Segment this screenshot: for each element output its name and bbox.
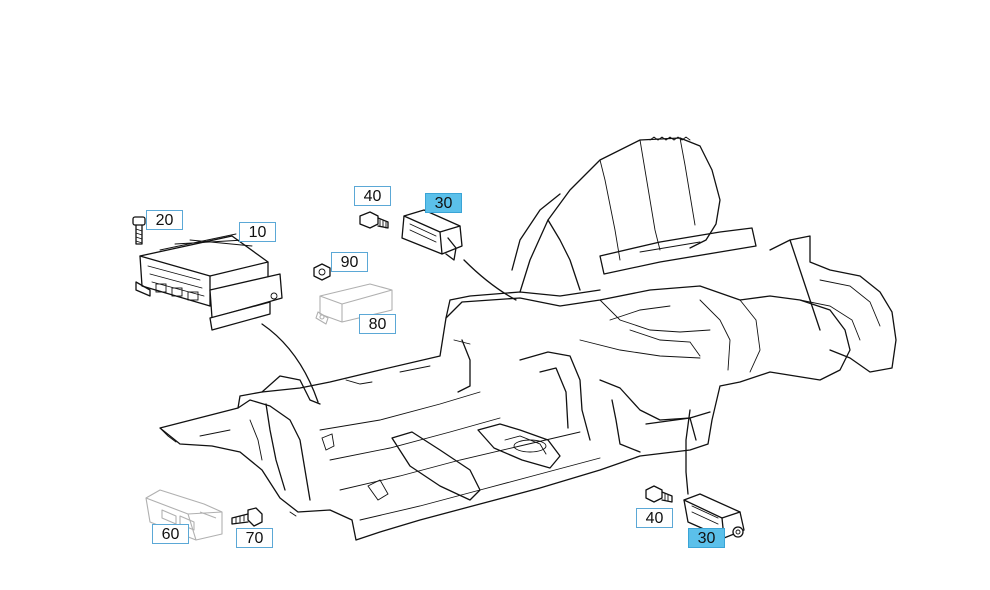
callout-70[interactable]: 70	[236, 528, 273, 548]
callout-60[interactable]: 60	[152, 524, 189, 544]
callout-40-upper[interactable]: 40	[354, 186, 391, 206]
leader-line-10	[261, 323, 319, 403]
sensor-30-upper-drawing	[401, 209, 463, 261]
callout-40-lower[interactable]: 40	[636, 508, 673, 528]
control-unit-10-drawing	[135, 233, 283, 331]
callout-10[interactable]: 10	[239, 222, 276, 242]
bolt-40-lower-drawing	[645, 485, 673, 503]
callout-80[interactable]: 80	[359, 314, 396, 334]
sensor-30-lower-drawing	[683, 493, 745, 539]
callout-20[interactable]: 20	[146, 210, 183, 230]
screw-70-drawing	[231, 507, 263, 527]
screw-20-drawing	[132, 216, 146, 245]
callout-30-upper[interactable]: 30	[425, 193, 462, 213]
nut-90-drawing	[313, 263, 331, 281]
bolt-40-upper-drawing	[359, 211, 389, 229]
leader-line-30-upper	[463, 259, 517, 301]
vehicle-body-drawing	[159, 136, 897, 541]
leader-line-30-lower	[685, 409, 691, 495]
module-80-drawing	[315, 283, 393, 325]
callout-90[interactable]: 90	[331, 252, 368, 272]
callout-30-lower[interactable]: 30	[688, 528, 725, 548]
